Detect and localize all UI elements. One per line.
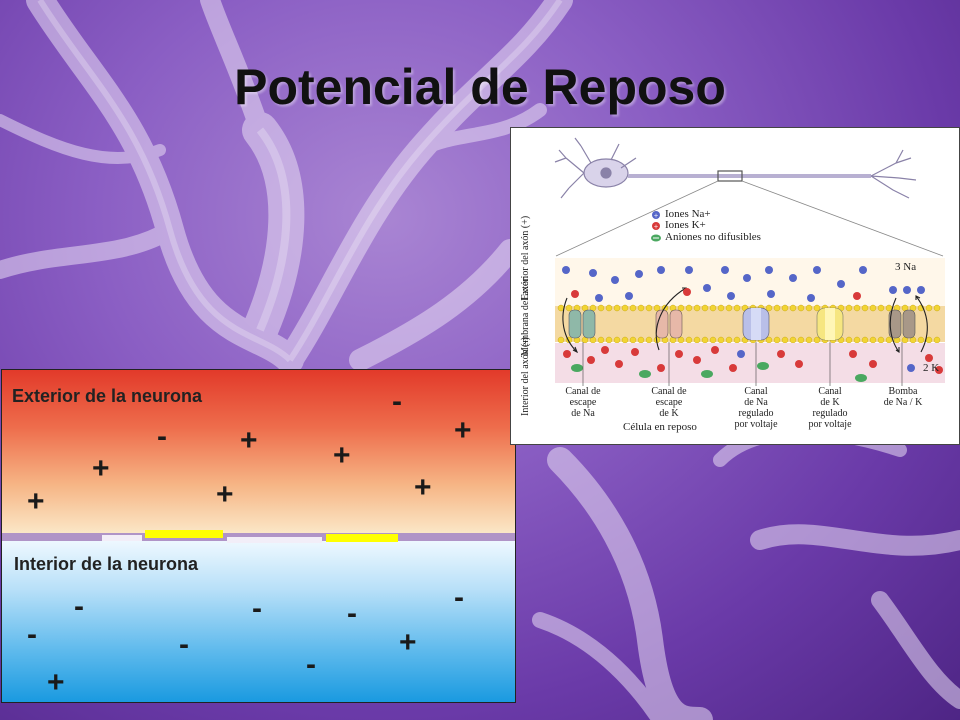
charge-sign: + [333, 439, 351, 472]
charge-sign: - [27, 618, 37, 651]
svg-text:+: + [654, 213, 659, 220]
resting-cell-diagram: + + [510, 127, 960, 445]
channel-label: Canal de escape de K [651, 386, 687, 419]
pump-k-label: 2 K [923, 362, 940, 374]
legend-k: Iones K+ [665, 219, 706, 231]
channel-label: Canal de escape de Na [565, 386, 601, 419]
charge-sign: - [179, 628, 189, 661]
charge-sign: - [74, 590, 84, 623]
charge-sign: + [454, 414, 472, 447]
interior-label: Interior de la neurona [14, 554, 199, 574]
na-k-pump [888, 309, 916, 339]
k-leak-channel [655, 309, 683, 339]
charge-sign: - [347, 597, 357, 630]
charge-sign: + [240, 424, 258, 457]
charge-sign: + [414, 471, 432, 504]
interior-zone [2, 541, 515, 702]
voltage-k-channel [816, 307, 844, 341]
membrane-gap [102, 535, 142, 541]
legend-anion: Aniones no difusibles [665, 231, 761, 243]
pump-na-label: 3 Na [895, 261, 917, 273]
channel-label: Canal de Na regulado por voltaje [734, 386, 778, 430]
exterior-zone [2, 370, 515, 534]
channel-label: Bomba de Na / K [883, 386, 923, 408]
membrane-charge-diagram: Exterior de la neurona Interior de la ne… [1, 369, 516, 703]
diagram-caption: Célula en reposo [623, 421, 697, 433]
channel-label: Canal de K regulado por voltaje [808, 386, 852, 430]
ion-channel [326, 534, 398, 542]
ion-channel [145, 530, 223, 538]
charge-sign: + [92, 452, 110, 485]
charge-sign: - [392, 385, 402, 418]
charge-sign: - [306, 648, 316, 681]
voltage-na-channel [742, 307, 770, 341]
cell-diagram-art: + + [554, 137, 945, 386]
membrane-gap [227, 537, 322, 543]
charge-sign: + [216, 478, 234, 511]
charge-sign: - [157, 420, 167, 453]
charge-sign: - [252, 592, 262, 625]
exterior-label: Exterior de la neurona [12, 386, 203, 406]
neuron-drawing [554, 137, 917, 199]
axis-label-interior: Interior del axón (-) [520, 336, 531, 416]
legend-na: Iones Na+ [665, 208, 711, 220]
na-leak-channel [568, 309, 596, 339]
svg-text:+: + [654, 224, 659, 231]
charge-sign: + [399, 626, 417, 659]
charge-sign: + [47, 666, 65, 699]
page-title: Potencial de Reposo [234, 59, 726, 115]
charge-sign: + [27, 485, 45, 518]
charge-sign: - [454, 581, 464, 614]
